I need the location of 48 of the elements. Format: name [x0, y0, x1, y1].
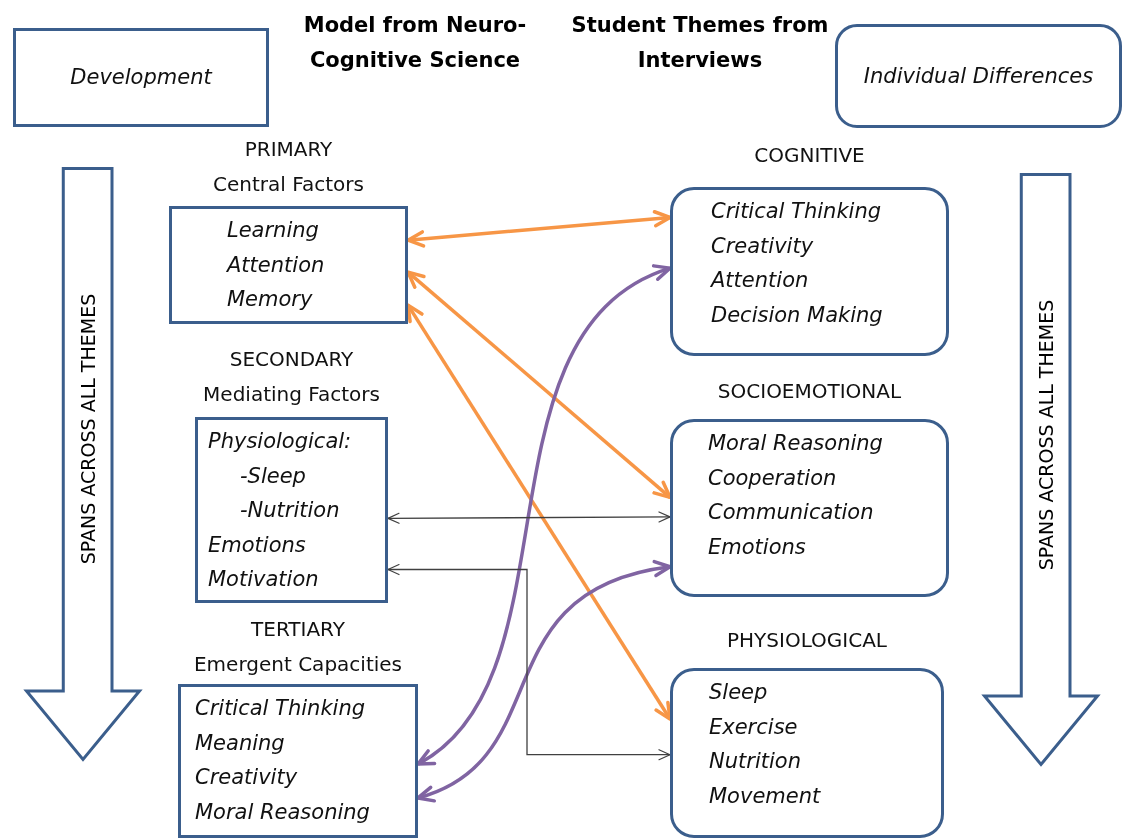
column-header: Student Themes from Interviews [570, 12, 830, 74]
list-item: Memory [226, 286, 314, 313]
connector-arrow [406, 303, 672, 721]
list-item: Attention [225, 251, 326, 279]
list-item: Creativity [710, 232, 815, 260]
connector-arrow [387, 563, 671, 761]
section-heading: SOCIOEMOTIONAL [716, 378, 903, 405]
list-item: Exercise [708, 713, 799, 741]
section-heading: PHYSIOLOGICAL [726, 627, 888, 654]
connector-arrow [406, 270, 672, 500]
list-item: Cooperation [707, 464, 838, 492]
section-heading: SECONDARY [228, 346, 355, 373]
list-item: Decision Making [710, 301, 884, 329]
list-item: Moral Reasoning [707, 430, 884, 457]
list-item: Sleep [708, 679, 769, 706]
column-header: Model from Neuro-Cognitive Science [302, 12, 528, 74]
section-subheading: Central Factors [212, 171, 365, 198]
section-heading: TERTIARY [250, 616, 346, 643]
list-item: Critical Thinking [710, 198, 883, 225]
list-item: Learning [226, 217, 320, 244]
list-item: Critical Thinking [194, 695, 367, 722]
process-box [13, 28, 269, 127]
list-item: Physiological: [207, 428, 353, 455]
section-heading: PRIMARY [243, 136, 334, 163]
list-item: Communication [707, 499, 875, 526]
process-box [835, 24, 1122, 128]
list-item: Motivation [207, 566, 320, 593]
list-item: Creativity [194, 764, 299, 791]
list-item: Emotions [707, 533, 807, 561]
box-label: Development [70, 64, 212, 92]
list-item: -Nutrition [239, 497, 341, 524]
vertical-label: SPANS ACROSS ALL THEMES [1034, 299, 1057, 570]
box-label: Individual Differences [863, 62, 1094, 90]
connector-arrow [416, 561, 672, 801]
list-item: -Sleep [239, 462, 307, 490]
section-subheading: Mediating Factors [202, 381, 381, 408]
connector-arrow [387, 511, 671, 524]
list-item: Nutrition [708, 748, 802, 775]
connector-arrow [406, 210, 672, 248]
section-subheading: Emergent Capacities [193, 651, 403, 678]
vertical-label: SPANS ACROSS ALL THEMES [76, 293, 99, 565]
list-item: Attention [709, 267, 810, 294]
list-item: Moral Reasoning [194, 798, 371, 826]
list-item: Meaning [194, 729, 286, 757]
section-heading: COGNITIVE [753, 142, 866, 169]
list-item: Movement [708, 782, 822, 810]
connector-arrow [416, 266, 672, 766]
list-item: Emotions [207, 531, 307, 559]
